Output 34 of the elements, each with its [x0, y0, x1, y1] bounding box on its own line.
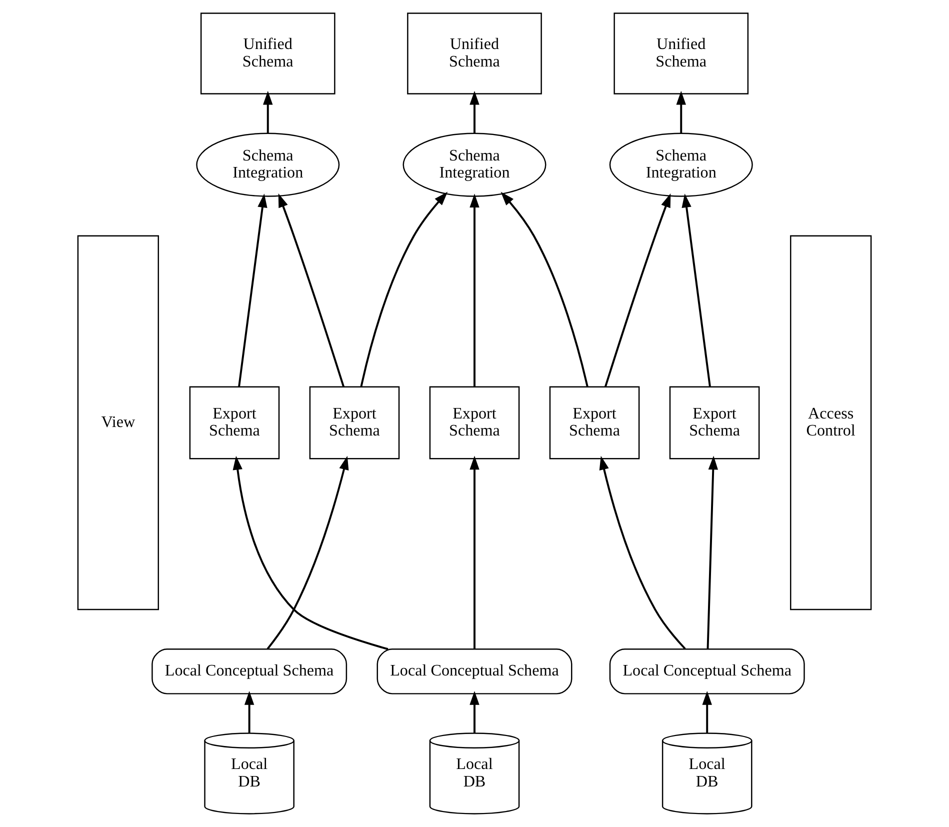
arrow	[470, 690, 480, 733]
arrow	[263, 90, 273, 134]
node-ellipse: Schema Integration	[196, 132, 340, 197]
arrow	[604, 193, 671, 388]
arrow	[470, 456, 480, 649]
node-box: Local Conceptual Schema	[152, 648, 348, 694]
node-box: Local Conceptual Schema	[609, 648, 805, 694]
arrow	[702, 690, 712, 733]
node-box: Unified Schema	[407, 12, 542, 94]
arrow	[676, 90, 686, 134]
node-box: Local Conceptual Schema	[376, 648, 572, 694]
arrow	[682, 194, 711, 387]
node-box: Unified Schema	[614, 12, 749, 94]
node-box: Export Schema	[549, 386, 640, 460]
arrow	[266, 456, 349, 650]
node-box: Unified Schema	[200, 12, 336, 94]
arrow	[232, 456, 388, 650]
node-ellipse: Schema Integration	[402, 132, 546, 197]
arrow	[706, 456, 718, 649]
arrow	[500, 192, 588, 387]
node-box: Export Schema	[309, 386, 400, 460]
node-box: View	[77, 235, 159, 610]
arrow	[238, 194, 268, 387]
arrow	[470, 90, 480, 134]
arrow	[470, 194, 480, 386]
node-ellipse: Schema Integration	[609, 132, 753, 197]
node-box: Export Schema	[669, 386, 760, 460]
node-box: Export Schema	[189, 386, 280, 460]
arrow	[360, 192, 448, 387]
node-box: Access Control	[790, 235, 872, 610]
node-box: Export Schema	[429, 386, 520, 460]
arrow	[599, 456, 686, 650]
arrow	[278, 193, 345, 388]
arrow	[244, 690, 254, 733]
